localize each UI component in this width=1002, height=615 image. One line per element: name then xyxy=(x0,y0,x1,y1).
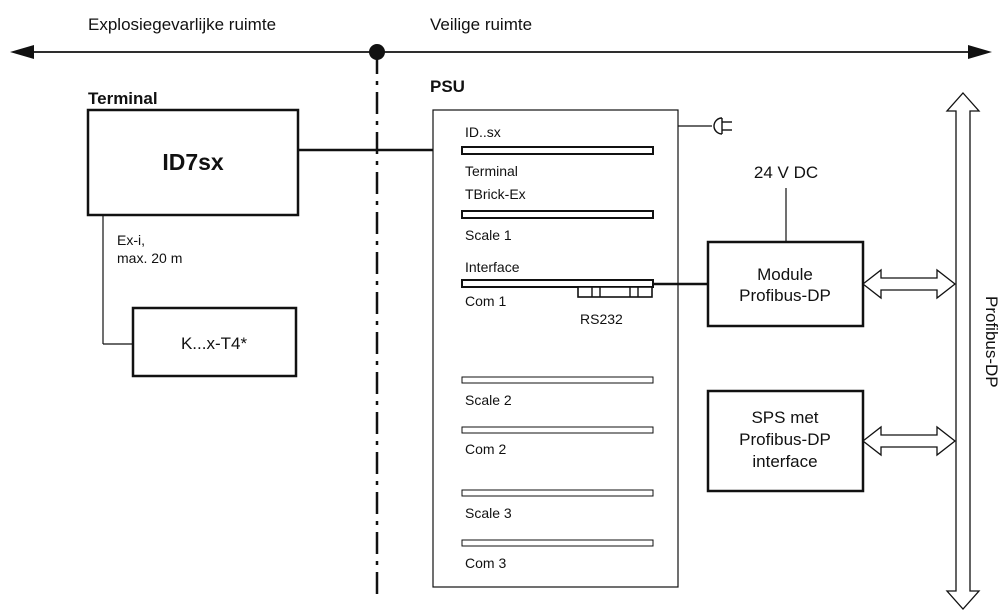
slot-com3-card xyxy=(461,539,654,547)
sps-box xyxy=(706,389,865,493)
zone-divider-arrow xyxy=(10,45,992,59)
slot-com1-label: Com 1 xyxy=(465,293,506,309)
slot-terminal-card xyxy=(461,146,654,155)
slot-scale1-label: Scale 1 xyxy=(465,227,512,243)
cable-spec-line1: Ex-i, xyxy=(117,232,145,248)
scale-box-label: K...x-T4* xyxy=(181,334,248,353)
slot-com1-card xyxy=(461,279,654,288)
terminal-device-label: ID7sx xyxy=(162,149,224,175)
module-box xyxy=(706,240,865,328)
scale-box xyxy=(131,306,298,378)
hazardous-zone-label: Explosiegevarlijke ruimte xyxy=(88,15,276,34)
rs232-label: RS232 xyxy=(580,311,623,327)
sps-bus-double-arrow-icon xyxy=(861,425,957,457)
slot-com2-card xyxy=(461,426,654,434)
slot-interface-label: Interface xyxy=(465,259,520,275)
module-label-line1: Module xyxy=(757,265,813,284)
sps-label-line2: Profibus-DP xyxy=(739,430,831,449)
slot-scale2-card xyxy=(461,376,654,384)
sps-label-line1: SPS met xyxy=(751,408,818,427)
slot-scale3-label: Scale 3 xyxy=(465,505,512,521)
slot-scale1-card xyxy=(461,210,654,219)
sps-label-line3: interface xyxy=(752,452,817,471)
terminal-heading: Terminal xyxy=(88,89,158,108)
terminal-box xyxy=(86,108,300,217)
slot-com2-label: Com 2 xyxy=(465,441,506,457)
module-bus-double-arrow-icon xyxy=(861,268,957,300)
safe-zone-label: Veilige ruimte xyxy=(430,15,532,34)
slot-id-label: ID..sx xyxy=(465,124,501,140)
profibus-bus-label: Profibus-DP xyxy=(982,296,1001,388)
slot-com3-label: Com 3 xyxy=(465,555,506,571)
slot-terminal-label: Terminal xyxy=(465,163,518,179)
profibus-bus-arrow xyxy=(945,92,981,610)
rs232-connector xyxy=(577,286,653,298)
psu-heading: PSU xyxy=(430,77,465,96)
slot-scale2-label: Scale 2 xyxy=(465,392,512,408)
power-label: 24 V DC xyxy=(754,163,818,182)
slot-scale3-card xyxy=(461,489,654,497)
psu-box xyxy=(432,109,679,588)
power-plug-icon xyxy=(678,117,732,135)
cable-spec-line2: max. 20 m xyxy=(117,250,182,266)
slot-tbrick-label: TBrick-Ex xyxy=(465,186,526,202)
module-label-line2: Profibus-DP xyxy=(739,286,831,305)
boundary-dot-icon xyxy=(369,44,385,60)
